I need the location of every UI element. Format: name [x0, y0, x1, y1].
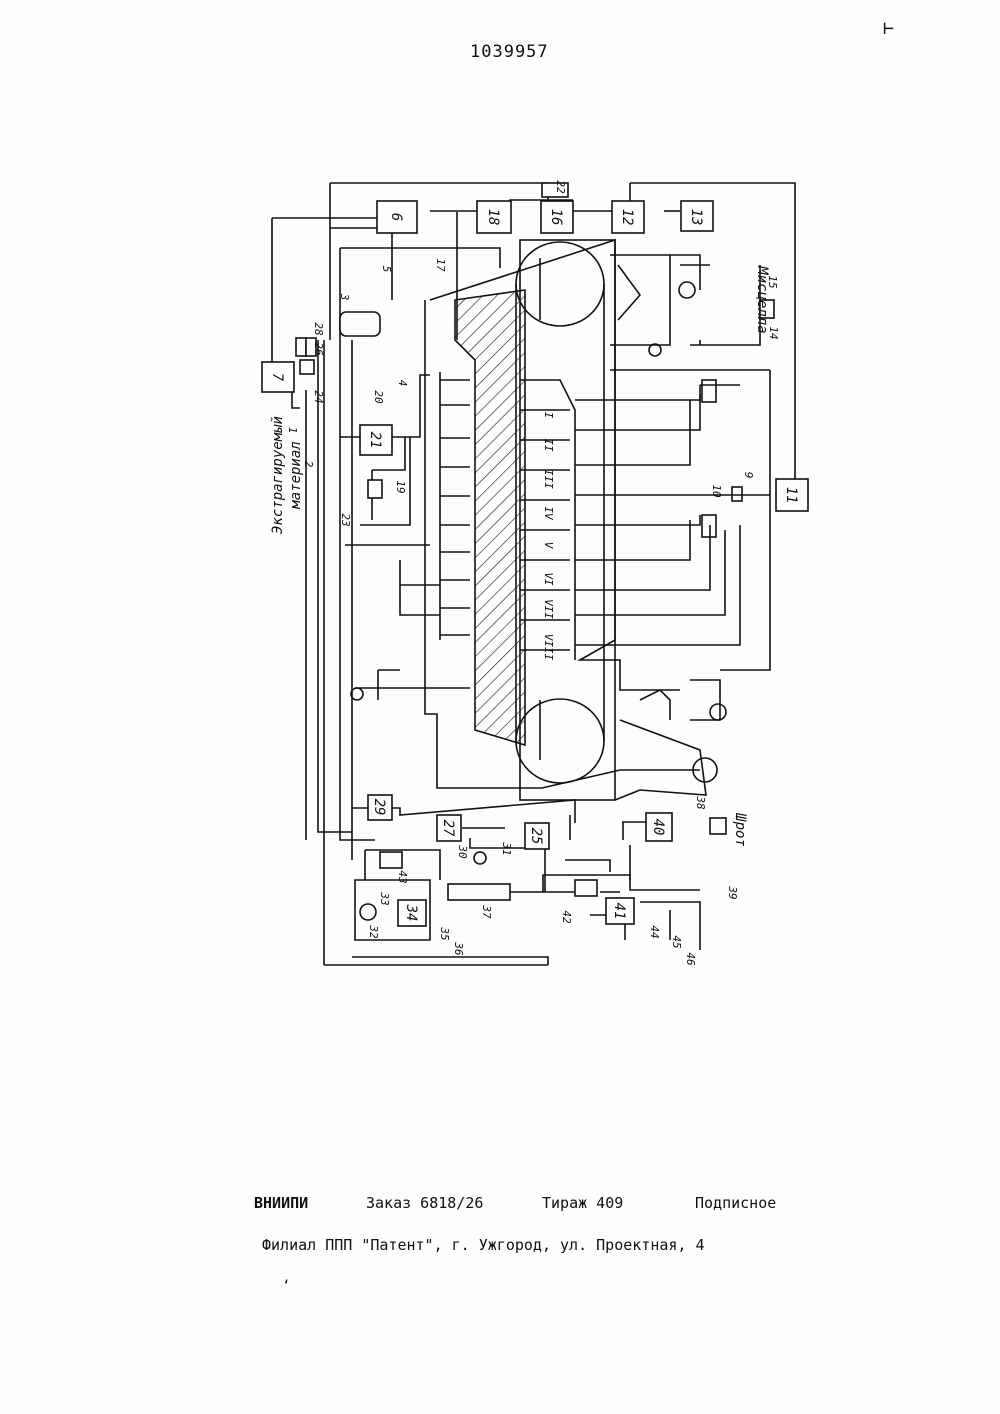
section-V: V — [542, 542, 555, 550]
callout-38: 38 — [694, 795, 707, 810]
block-6: 6 — [388, 213, 404, 221]
callout-5: 5 — [380, 266, 393, 273]
section-VII: VII — [542, 599, 555, 619]
callout-39: 39 — [726, 885, 739, 899]
callout-26: 26 — [312, 342, 325, 356]
callout-35: 35 — [438, 926, 451, 940]
meal-output-label: Шрот — [732, 812, 748, 847]
block-41: 41 — [611, 903, 627, 920]
block-29: 29 — [371, 799, 387, 816]
imprint-org: ВНИИПИ — [254, 1194, 308, 1212]
block-40: 40 — [650, 819, 666, 836]
callout-19: 19 — [394, 480, 407, 493]
block-25: 25 — [528, 828, 544, 845]
block-12: 12 — [619, 209, 635, 226]
input-label-line2: материал — [288, 441, 304, 509]
callout-24: 24 — [312, 390, 325, 403]
callout-20: 20 — [372, 390, 385, 404]
stray-mark: ʻ — [282, 1278, 290, 1294]
callout-1: 1 — [286, 427, 299, 434]
section-VI: VI — [542, 572, 555, 586]
callout-45: 45 — [670, 935, 683, 948]
callout-43: 43 — [396, 870, 409, 883]
section-II: II — [542, 438, 555, 452]
callout-22: 22 — [554, 180, 567, 194]
imprint-line: ВНИИПИ Заказ 6818/26 Тираж 409 Подписное — [0, 1194, 1000, 1220]
section-IV: IV — [542, 506, 555, 521]
callout-42: 42 — [560, 910, 573, 924]
callout-9: 9 — [742, 472, 755, 479]
imprint-circulation: Тираж 409 — [542, 1194, 623, 1212]
callout-31: 31 — [500, 841, 513, 855]
callout-4: 4 — [396, 380, 409, 387]
miscella-output-label: Мисцелла — [754, 265, 770, 333]
block-18: 18 — [485, 209, 501, 226]
callout-37: 37 — [480, 904, 493, 919]
section-VIII: VIII — [542, 634, 555, 661]
callout-28: 28 — [312, 322, 325, 336]
block-16: 16 — [548, 209, 564, 226]
block-13: 13 — [688, 209, 704, 226]
block-11: 11 — [783, 487, 799, 504]
callout-44: 44 — [648, 925, 661, 938]
callout-33: 33 — [378, 891, 391, 905]
callout-23: 23 — [339, 513, 352, 526]
imprint-subscription: Подписное — [695, 1194, 776, 1212]
input-label-line1: Экстрагируемый — [270, 416, 286, 534]
callout-32: 32 — [367, 924, 380, 939]
block-34: 34 — [403, 904, 419, 922]
callout-30: 30 — [456, 844, 469, 859]
imprint-order: Заказ 6818/26 — [366, 1194, 483, 1212]
callout-10: 10 — [710, 484, 723, 498]
callout-17: 17 — [434, 258, 447, 272]
section-III: III — [542, 469, 555, 489]
callout-46: 46 — [684, 952, 697, 966]
block-27: 27 — [440, 820, 456, 837]
block-21: 21 — [367, 432, 383, 449]
callout-36: 36 — [452, 941, 465, 956]
section-I: I — [542, 412, 555, 419]
block-7: 7 — [269, 373, 285, 382]
callout-3: 3 — [338, 293, 351, 301]
imprint-branch-address: Филиал ППП "Патент", г. Ужгород, ул. Про… — [262, 1236, 705, 1254]
